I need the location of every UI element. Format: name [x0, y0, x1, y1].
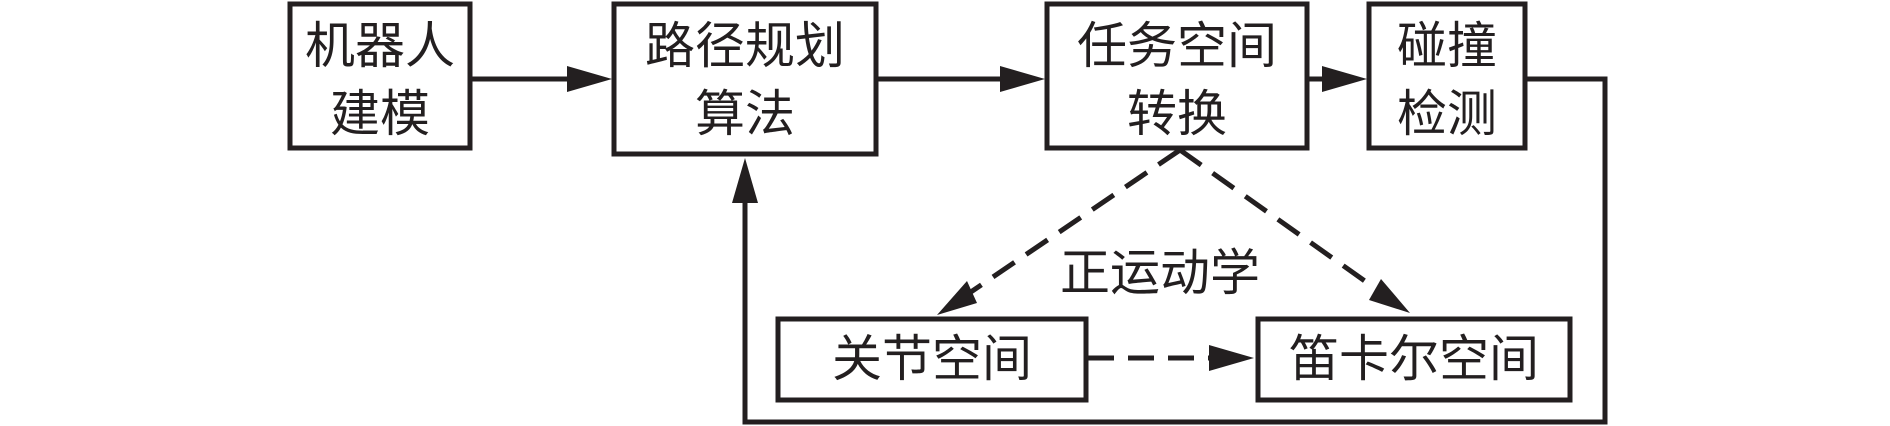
node-joint-space-label: 关节空间 [832, 330, 1032, 388]
edge-collision-feedback-loop [732, 76, 1608, 425]
node-collision-detection: 碰撞 检测 [1366, 1, 1528, 151]
node-collision-detection-line1: 碰撞 [1397, 17, 1497, 75]
node-path-planning: 路径规划 算法 [611, 1, 879, 157]
node-robot-modeling: 机器人 建模 [287, 1, 473, 151]
node-task-space-transform-line1: 任务空间 [1077, 17, 1277, 75]
edge-task-space-to-cartesian-space [1178, 147, 1410, 313]
node-robot-modeling-line2: 建模 [330, 85, 430, 143]
edge-task-space-to-joint-space [937, 147, 1182, 315]
edge-task-space-to-collision [1308, 66, 1367, 92]
edge-planning-to-task-space [877, 66, 1045, 92]
node-joint-space: 关节空间 [775, 316, 1089, 403]
forward-kinematics-label: 正运动学 [1060, 244, 1260, 302]
node-cartesian-space-label: 笛卡尔空间 [1289, 330, 1539, 388]
edge-joint-to-cartesian-space [1088, 345, 1254, 371]
node-robot-modeling-line1: 机器人 [305, 17, 455, 75]
node-path-planning-line2: 算法 [695, 85, 795, 143]
node-collision-detection-line2: 检测 [1397, 85, 1497, 143]
node-cartesian-space: 笛卡尔空间 [1255, 316, 1573, 403]
node-task-space-transform-line2: 转换 [1127, 85, 1227, 143]
node-path-planning-line1: 路径规划 [645, 17, 845, 75]
edge-modeling-to-planning [472, 66, 612, 92]
node-task-space-transform: 任务空间 转换 [1044, 1, 1310, 151]
